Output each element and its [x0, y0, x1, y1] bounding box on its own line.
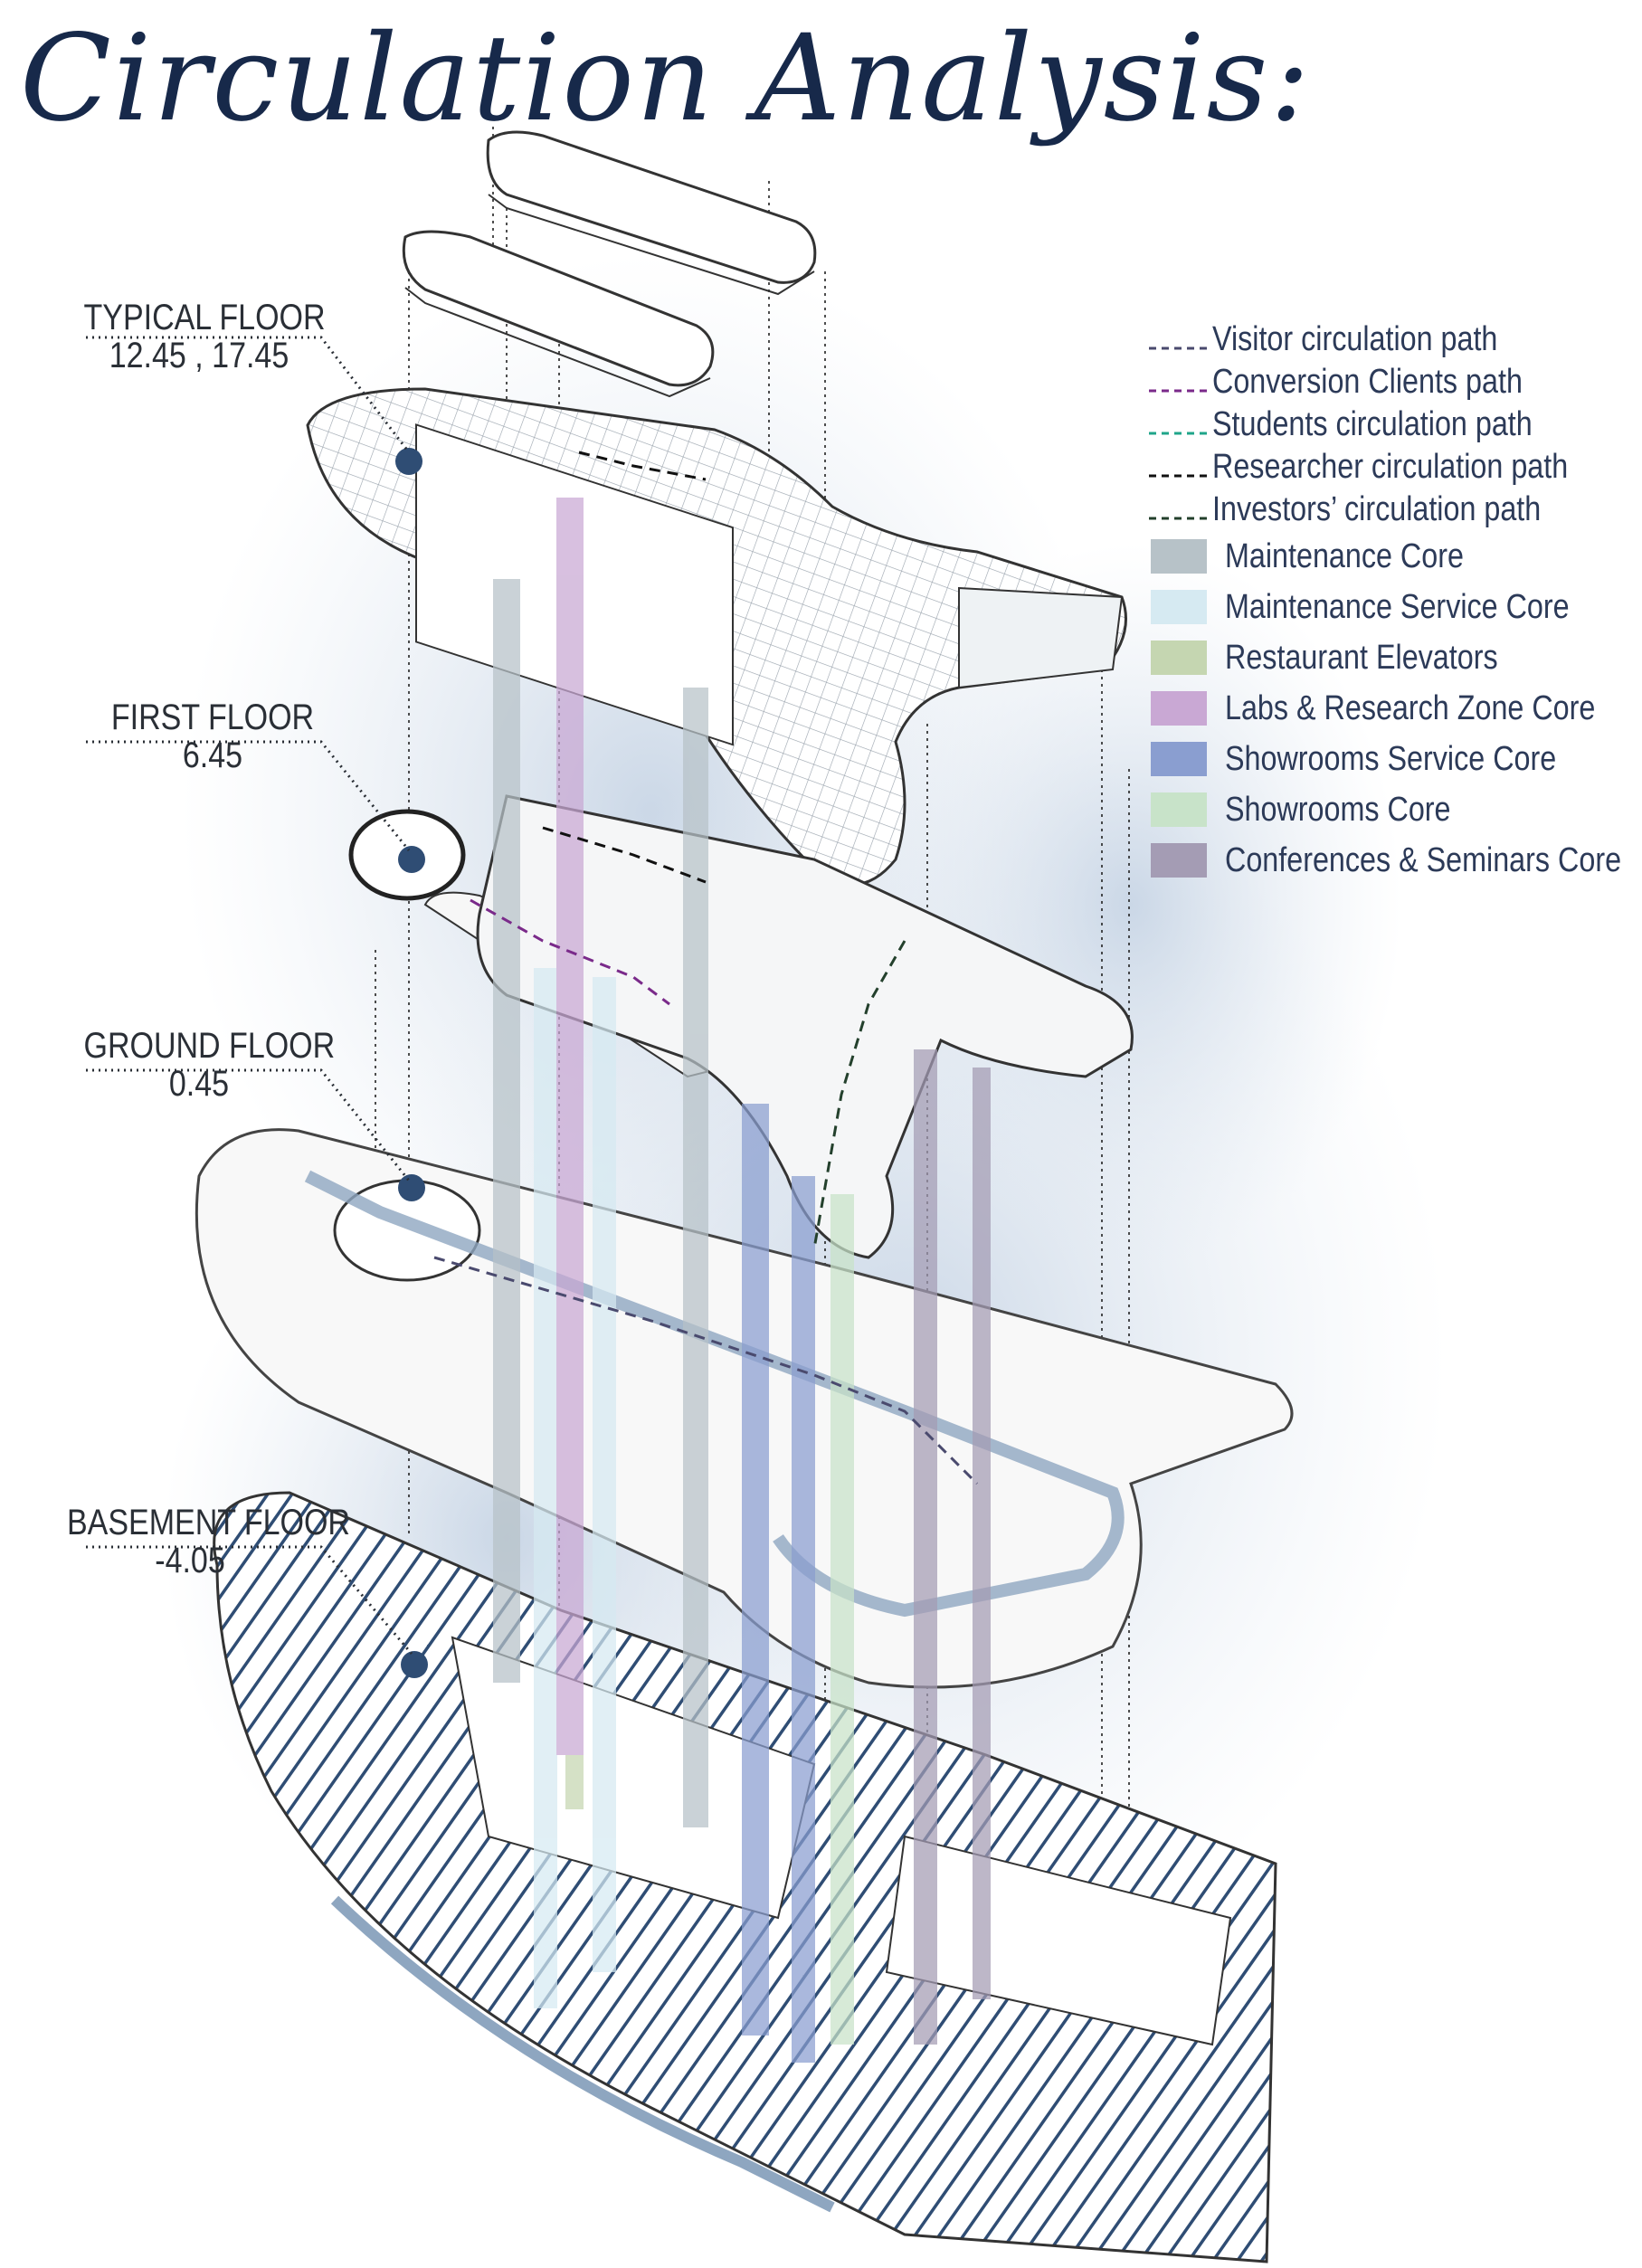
- floor-label-first: FIRST FLOOR 6.45: [77, 698, 348, 774]
- floor-level-ground: 0.45: [168, 1064, 230, 1104]
- floor-label-typical: TYPICAL FLOOR 12.45 , 17.45: [63, 299, 335, 375]
- legend-label: Students circulation path: [1212, 405, 1533, 443]
- core-showrooms-service: [742, 1104, 769, 2036]
- marker-ground: [398, 1174, 425, 1201]
- page-title: Circulation Analysis:: [20, 9, 1312, 148]
- legend-label: Restaurant Elevators: [1225, 638, 1498, 677]
- roof-slab-upper: [486, 130, 817, 296]
- legend-path-icons: [1149, 346, 1210, 520]
- legend-item-investors: Investors’ circulation path: [1138, 489, 1627, 531]
- visitor-path-icon: [1138, 322, 1212, 358]
- legend-swatch: [1151, 641, 1207, 675]
- vertical-cores: [493, 498, 991, 2063]
- students-path-icon: [1138, 407, 1212, 443]
- investors-path-icon: [1138, 492, 1212, 528]
- legend-item-maintenance-core: Maintenance Core: [1138, 531, 1627, 582]
- core-showrooms-service-2: [792, 1176, 815, 2063]
- legend-item-researcher: Researcher circulation path: [1138, 446, 1627, 489]
- floor-level-typical: 12.45 , 17.45: [109, 336, 289, 375]
- legend-label: Maintenance Core: [1225, 536, 1464, 575]
- core-maintenance-service-2: [593, 977, 616, 1972]
- floor-label-basement: BASEMENT FLOOR -4.05: [45, 1503, 350, 1580]
- visitor-path: [433, 1256, 979, 1485]
- core-conferences: [914, 1049, 937, 2045]
- legend-swatch: [1151, 691, 1207, 726]
- legend-label: Labs & Research Zone Core: [1225, 688, 1596, 727]
- legend-label: Visitor circulation path: [1212, 320, 1498, 358]
- legend-swatch: [1151, 539, 1207, 574]
- floor-markers: [395, 448, 428, 1678]
- core-labs-research: [556, 498, 584, 1755]
- conversion-clients-path: [470, 898, 670, 1006]
- legend-item-showrooms-service: Showrooms Service Core: [1138, 734, 1627, 784]
- legend-item-visitor: Visitor circulation path: [1138, 318, 1627, 361]
- legend: Visitor circulation path Conversion Clie…: [1138, 318, 1627, 886]
- researcher-path-icon: [1138, 450, 1212, 486]
- roof-slab-lower: [402, 230, 715, 398]
- conversion-clients-path-icon: [1138, 365, 1212, 401]
- legend-label: Investors’ circulation path: [1212, 490, 1542, 528]
- legend-swatch: [1151, 843, 1207, 878]
- legend-label: Conferences & Seminars Core: [1225, 840, 1622, 879]
- legend-item-labs-research: Labs & Research Zone Core: [1138, 683, 1627, 734]
- label-leaders: [86, 336, 413, 1655]
- legend-swatch: [1151, 590, 1207, 624]
- circulation-paths: [433, 451, 979, 1485]
- marker-first: [398, 846, 425, 873]
- legend-item-students: Students circulation path: [1138, 403, 1627, 446]
- legend-label: Showrooms Service Core: [1225, 739, 1557, 778]
- core-showrooms: [830, 1194, 854, 2045]
- legend-label: Conversion Clients path: [1212, 363, 1523, 401]
- legend-swatch: [1151, 742, 1207, 776]
- core-maintenance-2: [683, 688, 708, 1827]
- marker-typical: [395, 448, 422, 475]
- floor-name-ground: GROUND FLOOR: [83, 1026, 336, 1066]
- floor-name-basement: BASEMENT FLOOR: [67, 1503, 350, 1542]
- floor-level-first: 6.45: [182, 735, 243, 775]
- legend-label: Maintenance Service Core: [1225, 587, 1570, 626]
- legend-item-conversion-clients: Conversion Clients path: [1138, 361, 1627, 403]
- core-maintenance: [493, 579, 520, 1683]
- legend-label: Showrooms Core: [1225, 790, 1451, 829]
- legend-item-showrooms-core: Showrooms Core: [1138, 784, 1627, 835]
- legend-item-maintenance-service-core: Maintenance Service Core: [1138, 582, 1627, 632]
- floor-name-first: FIRST FLOOR: [110, 697, 315, 737]
- investors-path: [812, 940, 906, 1249]
- floor-name-typical: TYPICAL FLOOR: [83, 298, 326, 337]
- core-conferences-2: [973, 1068, 991, 1999]
- floor-level-basement: -4.05: [155, 1541, 225, 1580]
- researcher-path: [542, 451, 707, 884]
- marker-basement: [401, 1651, 428, 1678]
- legend-item-conferences: Conferences & Seminars Core: [1138, 835, 1627, 886]
- core-maintenance-service: [534, 968, 557, 2008]
- legend-swatch: [1151, 792, 1207, 827]
- floor-label-ground: GROUND FLOOR 0.45: [63, 1026, 336, 1104]
- legend-label: Researcher circulation path: [1212, 448, 1569, 486]
- legend-item-restaurant-elevators: Restaurant Elevators: [1138, 632, 1627, 683]
